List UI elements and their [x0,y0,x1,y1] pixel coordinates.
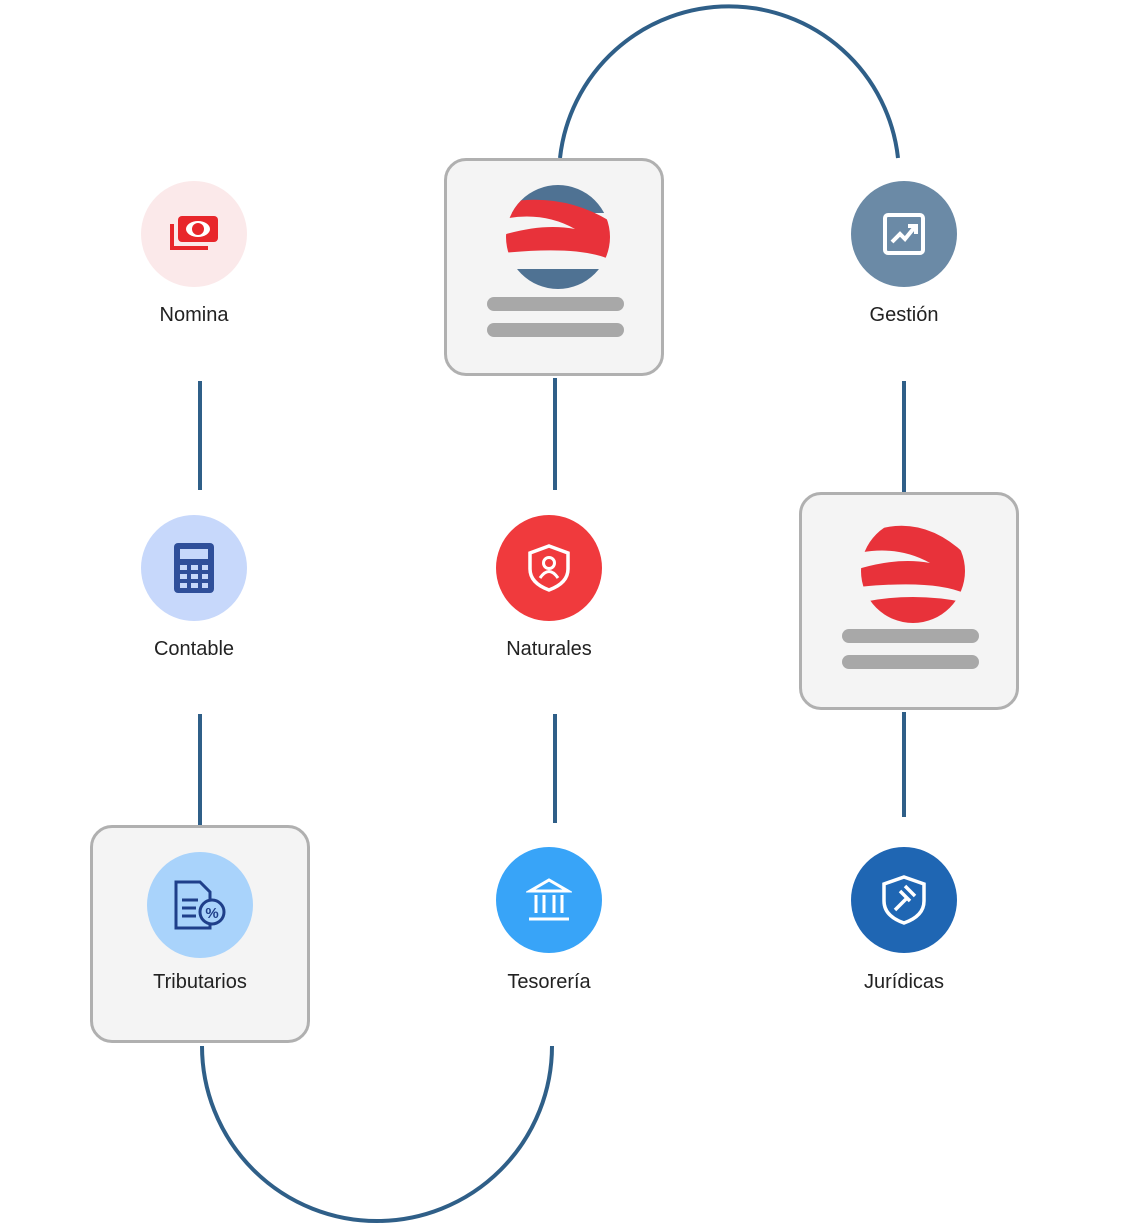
top-arc-connector [558,4,900,159]
naturales-label: Naturales [506,638,592,660]
nomina-node[interactable] [141,181,247,287]
bank-icon [526,878,572,921]
logo-text-bar [487,297,624,311]
juridicas-node[interactable] [851,847,957,953]
company-logo-icon [506,185,610,289]
contable-node[interactable] [141,515,247,621]
tributarios-node[interactable]: % [147,852,253,958]
money-icon [170,216,218,250]
nomina-label: Nomina [159,304,229,326]
company-logo-card [444,158,664,376]
shield-gavel-icon [882,875,926,925]
gestion-label: Gestión [869,304,939,326]
svg-text:%: % [205,905,218,922]
company-logo-icon [861,525,965,623]
tesoreria-label: Tesorería [507,971,591,993]
tax-document-icon: % [174,880,226,930]
juridicas-label: Jurídicas [863,971,945,993]
logo-text-bar [842,629,979,643]
chart-trend-icon [883,213,925,255]
naturales-node[interactable] [496,515,602,621]
company-logo-card [799,492,1019,710]
shield-user-icon [528,544,570,592]
tributarios-label: Tributarios [153,971,247,993]
logo-text-bar [487,323,624,337]
bottom-arc-connector [200,1045,554,1223]
tesoreria-node[interactable] [496,847,602,953]
calculator-icon [174,543,214,593]
logo-text-bar [842,655,979,669]
contable-label: Contable [153,638,235,660]
gestion-node[interactable] [851,181,957,287]
